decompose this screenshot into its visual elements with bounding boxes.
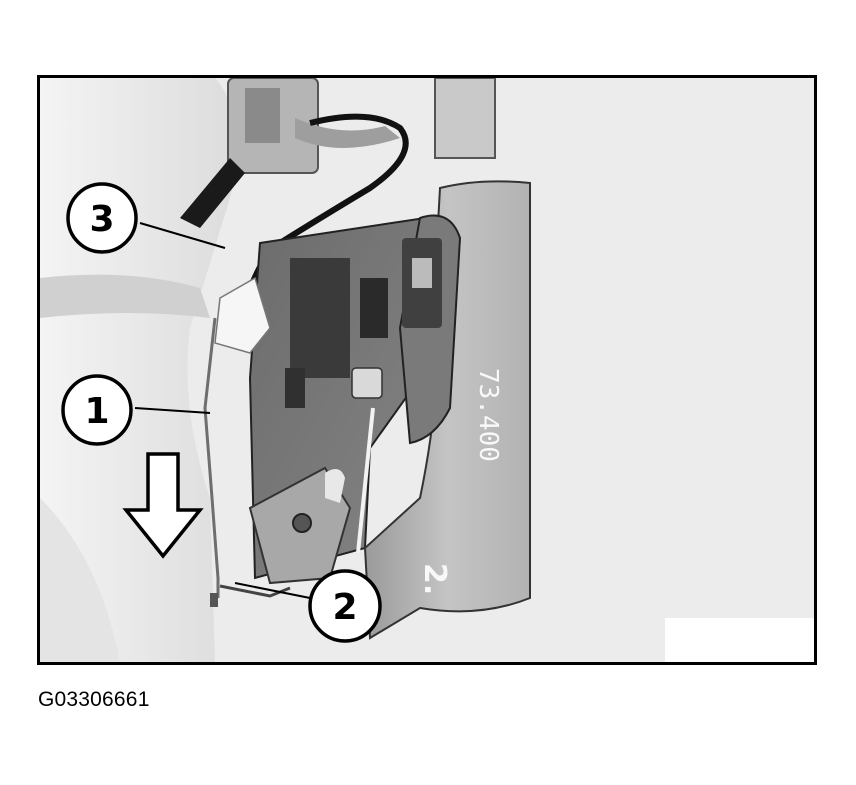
component-photo: 73.400 2. 3 1 2 <box>40 78 814 662</box>
callout-3: 3 <box>66 182 138 254</box>
cable-clip <box>295 118 400 148</box>
latch-recess <box>290 258 350 378</box>
callout-1: 1 <box>61 374 133 446</box>
rod-clip <box>351 367 383 399</box>
leader-line-2 <box>234 582 311 599</box>
housing-code-text: 73.400 <box>473 368 503 462</box>
leader-line-3 <box>139 222 226 249</box>
down-arrow-icon <box>122 452 204 559</box>
upper-right-tab <box>434 78 496 159</box>
callout-2-number: 2 <box>332 587 357 628</box>
rod-end <box>219 584 291 598</box>
dark-lever <box>180 158 245 228</box>
pivot-highlight <box>325 469 345 503</box>
connector <box>214 276 271 354</box>
callout-3-number: 3 <box>89 199 114 240</box>
latch-slot <box>360 278 388 338</box>
latch-notch <box>285 368 305 408</box>
callout-2: 2 <box>308 569 382 643</box>
leader-line-1 <box>134 407 211 414</box>
callout-1-number: 1 <box>84 391 109 432</box>
pivot-screw <box>292 513 312 533</box>
actuator-rod <box>356 407 375 554</box>
upper-bracket-slot <box>245 88 280 143</box>
housing-clip-tab <box>412 258 432 288</box>
trim-shadow <box>40 274 210 318</box>
rod-tip <box>210 593 218 607</box>
figure-id: G03306661 <box>38 688 150 711</box>
release-rod <box>203 317 220 598</box>
housing-small-digit: 2. <box>417 563 452 595</box>
photo-frame: 73.400 2. 3 1 2 <box>37 75 817 665</box>
trim-lower <box>40 498 120 662</box>
background-bright-patch <box>665 618 814 662</box>
